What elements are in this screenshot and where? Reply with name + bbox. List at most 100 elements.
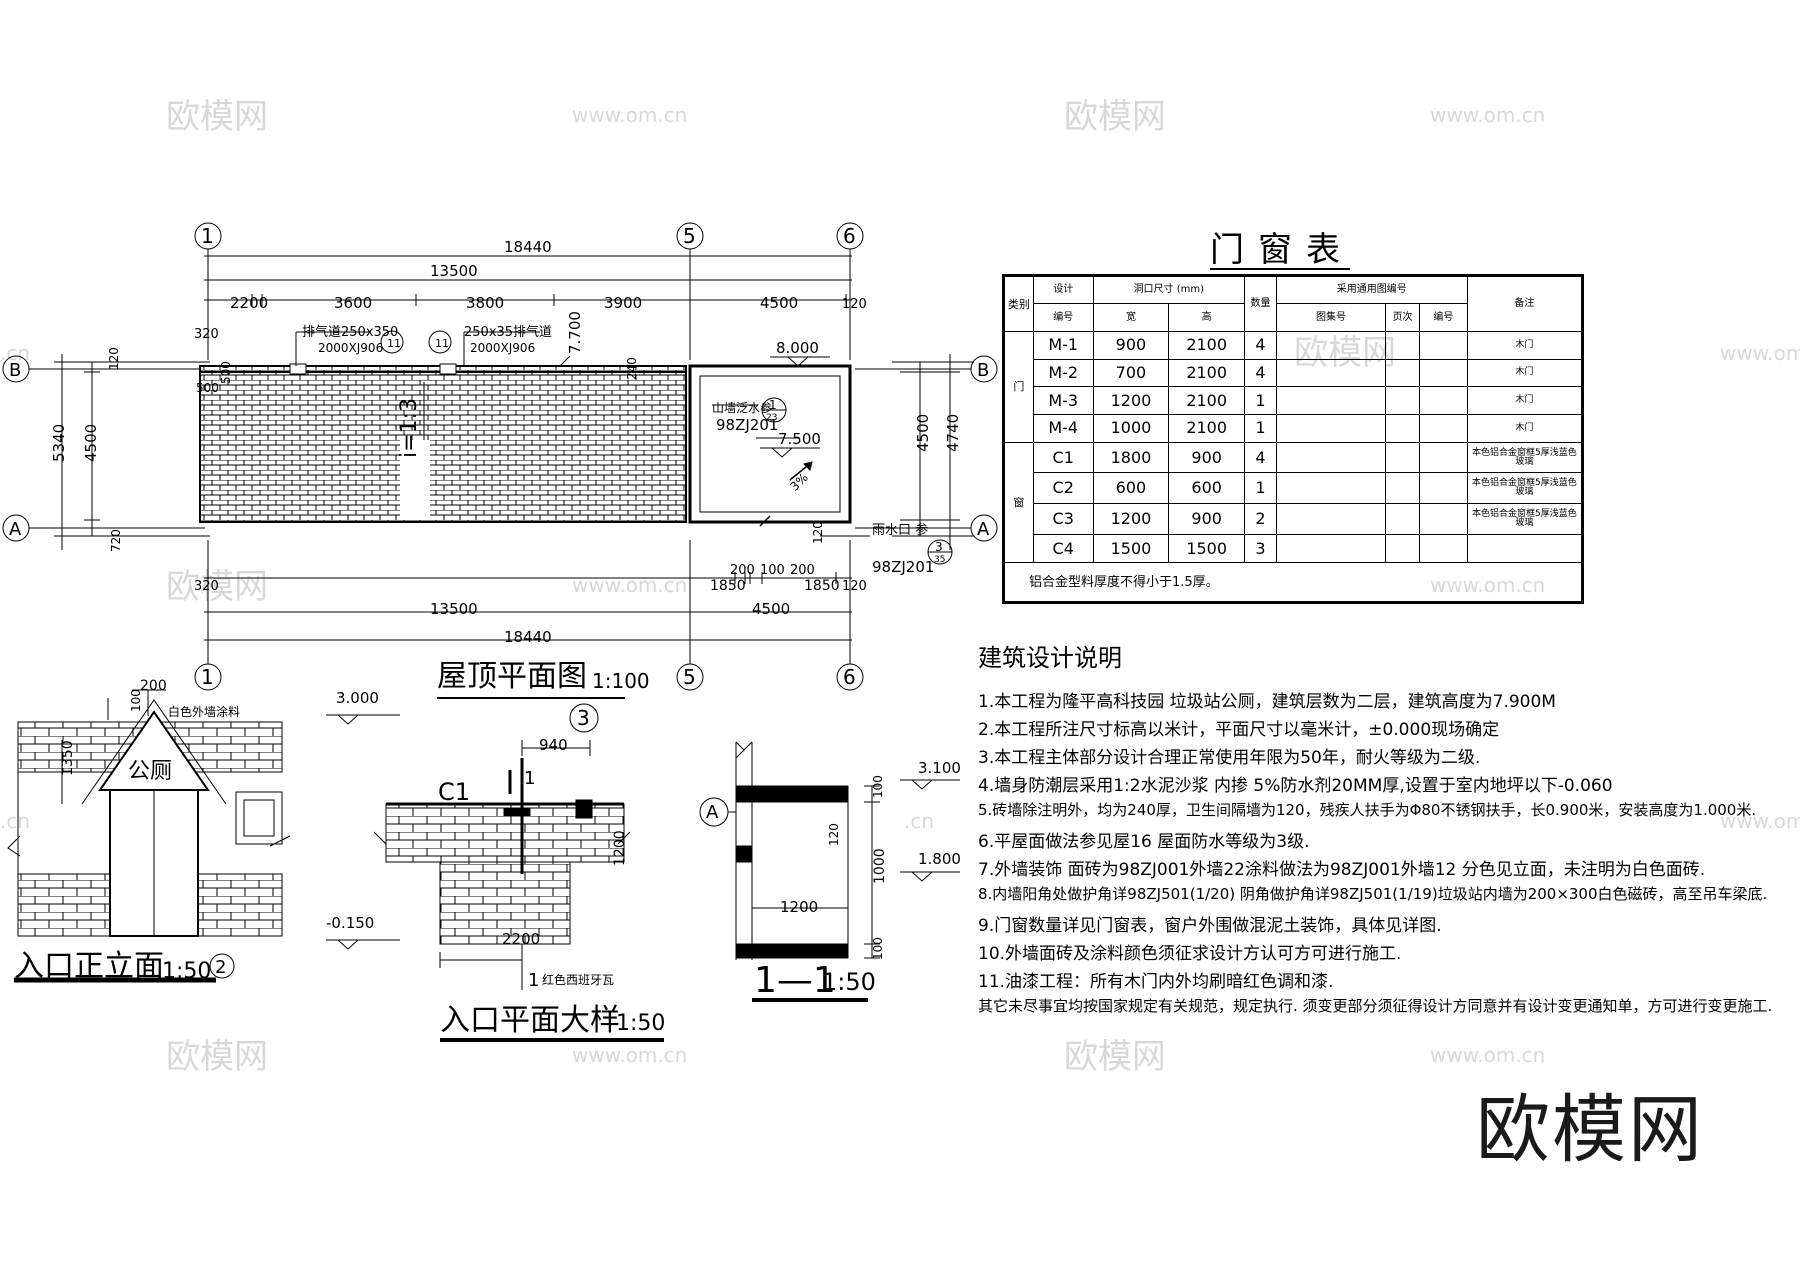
dim-small: 120 — [811, 521, 825, 544]
plan-dim: 2200 — [502, 930, 540, 948]
axis-label: 1 — [201, 665, 214, 689]
gable-ref: 98ZJ201 — [716, 416, 778, 434]
door-window-table: 类别 设计 洞口尺寸 (mm) 数量 采用通用图编号 备注 编号 宽 高 图集号… — [1002, 274, 1584, 604]
rain-ref: 98ZJ201 — [872, 558, 934, 576]
elev-scale: 1:50 — [162, 959, 211, 984]
row-id: M-1 — [1032, 331, 1094, 360]
row-qty: 2 — [1244, 503, 1277, 536]
watermark-url: www.om.cn — [1430, 103, 1545, 127]
axis-label: A — [9, 519, 22, 540]
section-mark: 1 — [528, 970, 539, 991]
title-underline — [1210, 268, 1350, 270]
row-page — [1385, 472, 1420, 505]
header-width: 宽 — [1092, 303, 1170, 332]
row-height: 2100 — [1168, 358, 1246, 388]
header-atlas: 图集号 — [1275, 303, 1387, 332]
elev-title: 入口正立面 — [14, 949, 164, 984]
category-window: 窗 — [1003, 441, 1034, 564]
dim-small: 500 — [196, 381, 219, 395]
entrance-elevation — [7, 689, 400, 983]
row-atlas — [1275, 441, 1387, 474]
header-design-sub: 编号 — [1032, 303, 1094, 332]
dim-small: 240 — [625, 357, 639, 380]
dim-small: 500 — [219, 361, 233, 384]
row-qty: 1 — [1244, 413, 1277, 443]
rain-detail-sub: 35 — [934, 555, 945, 565]
elev-dim: 100 — [129, 689, 143, 712]
plan-dim: 1200 — [612, 830, 628, 866]
elevation: 7.500 — [778, 430, 821, 448]
row-note: 木门 — [1466, 331, 1584, 360]
row-width: 900 — [1092, 331, 1170, 360]
dim-segment: 3800 — [466, 294, 504, 312]
dim-right: 4500 — [914, 414, 932, 452]
watermark-url: www.om.cn — [1720, 809, 1800, 833]
row-qty: 4 — [1244, 331, 1277, 360]
header-height: 高 — [1168, 303, 1246, 332]
note-item: 10.外墙面砖及涂料颜色须征求设计方认可方可进行施工. — [978, 944, 1402, 964]
watermark-brand: 欧模网 — [1064, 97, 1166, 137]
row-width: 1500 — [1092, 534, 1170, 563]
row-note: 本色铝合金窗框5厚浅蓝色玻璃 — [1466, 503, 1584, 536]
slope-percent: 3% — [787, 470, 810, 493]
row-page — [1385, 534, 1420, 563]
row-width: 1000 — [1092, 413, 1170, 443]
row-page — [1385, 503, 1420, 536]
header-number: 编号 — [1418, 303, 1468, 332]
header-unit: (mm) — [1176, 284, 1205, 295]
section-1-1-text: A 3.100 1.800 100 1000 100 1200 120 1—1 … — [706, 759, 961, 1001]
watermark-url: .cn — [0, 809, 30, 833]
table-row: 门 M-1 900 2100 4 木门 — [1003, 331, 1584, 443]
table-title: 门窗表 — [1210, 230, 1354, 270]
axis-label: B — [9, 360, 21, 381]
note-item: 3.本工程主体部分设计合理正常使用年限为50年，耐火等级为二级. — [978, 748, 1481, 768]
note-closing: 其它未尽事宜均按国家规定有关规范，规定执行. 须变更部分须征得设计方同意并有设计… — [978, 997, 1773, 1015]
slope-label: i=1:3 — [397, 398, 422, 458]
watermark-brand: 欧模网 — [1064, 1037, 1166, 1077]
row-qty: 1 — [1244, 386, 1277, 415]
row-note — [1466, 534, 1584, 563]
row-note: 木门 — [1466, 386, 1584, 415]
row-page — [1385, 413, 1420, 443]
dim-bottom: 200 — [790, 563, 815, 578]
header-opening: 洞口尺寸 (mm) — [1092, 275, 1246, 304]
section-dim: 100 — [871, 775, 885, 798]
dim-total: 18440 — [504, 628, 552, 646]
elevation: 7.700 — [566, 311, 584, 354]
tile-note: 红色西班牙瓦 — [542, 972, 614, 987]
dim-right: 4740 — [944, 414, 962, 452]
header-opening-label: 洞口尺寸 — [1133, 284, 1174, 295]
header-design: 设计 — [1032, 275, 1094, 304]
note-item: 7.外墙装饰 面砖为98ZJ001外墙22涂料做法为98ZJ001外墙12 分色… — [978, 860, 1706, 880]
row-page — [1385, 358, 1420, 388]
note-item: 6.平屋面做法参见屋16 屋面防水等级为3级. — [978, 832, 1310, 852]
plan-scale: 1:50 — [616, 1011, 665, 1036]
entrance-plan — [373, 703, 664, 1042]
vent-ref: 2000XJ906 — [318, 341, 383, 355]
dim-bottom: 1850 — [804, 578, 840, 594]
row-atlas — [1275, 413, 1387, 443]
table-row: 窗 C1 1800 900 4 本色铝合金窗框5厚浅蓝色玻璃 — [1003, 441, 1584, 564]
plan-dim: 940 — [539, 736, 568, 754]
row-id: C1 — [1032, 441, 1094, 474]
row-qty: 4 — [1244, 441, 1277, 474]
rain-note: 雨水口 参 — [872, 522, 928, 538]
header-page: 页次 — [1385, 303, 1420, 332]
dim-bottom-mid: 4500 — [752, 600, 790, 618]
row-height: 2100 — [1168, 413, 1246, 443]
row-number — [1418, 503, 1468, 536]
row-number — [1418, 472, 1468, 505]
row-width: 1800 — [1092, 441, 1170, 474]
axis-label: 3 — [577, 706, 590, 730]
note-item: 9.门窗数量详见门窗表，窗户外围做混泥土装饰，具体见详图. — [978, 916, 1442, 936]
roof-plan-title: 屋顶平面图 — [437, 659, 587, 694]
section-dim: 120 — [827, 823, 841, 846]
section-scale: 1:50 — [822, 968, 876, 996]
dim-left: 5340 — [50, 424, 68, 462]
row-atlas — [1275, 534, 1387, 563]
row-page — [1385, 386, 1420, 415]
axis-label: 5 — [683, 665, 696, 689]
row-number — [1418, 413, 1468, 443]
elevation: 8.000 — [776, 339, 819, 357]
